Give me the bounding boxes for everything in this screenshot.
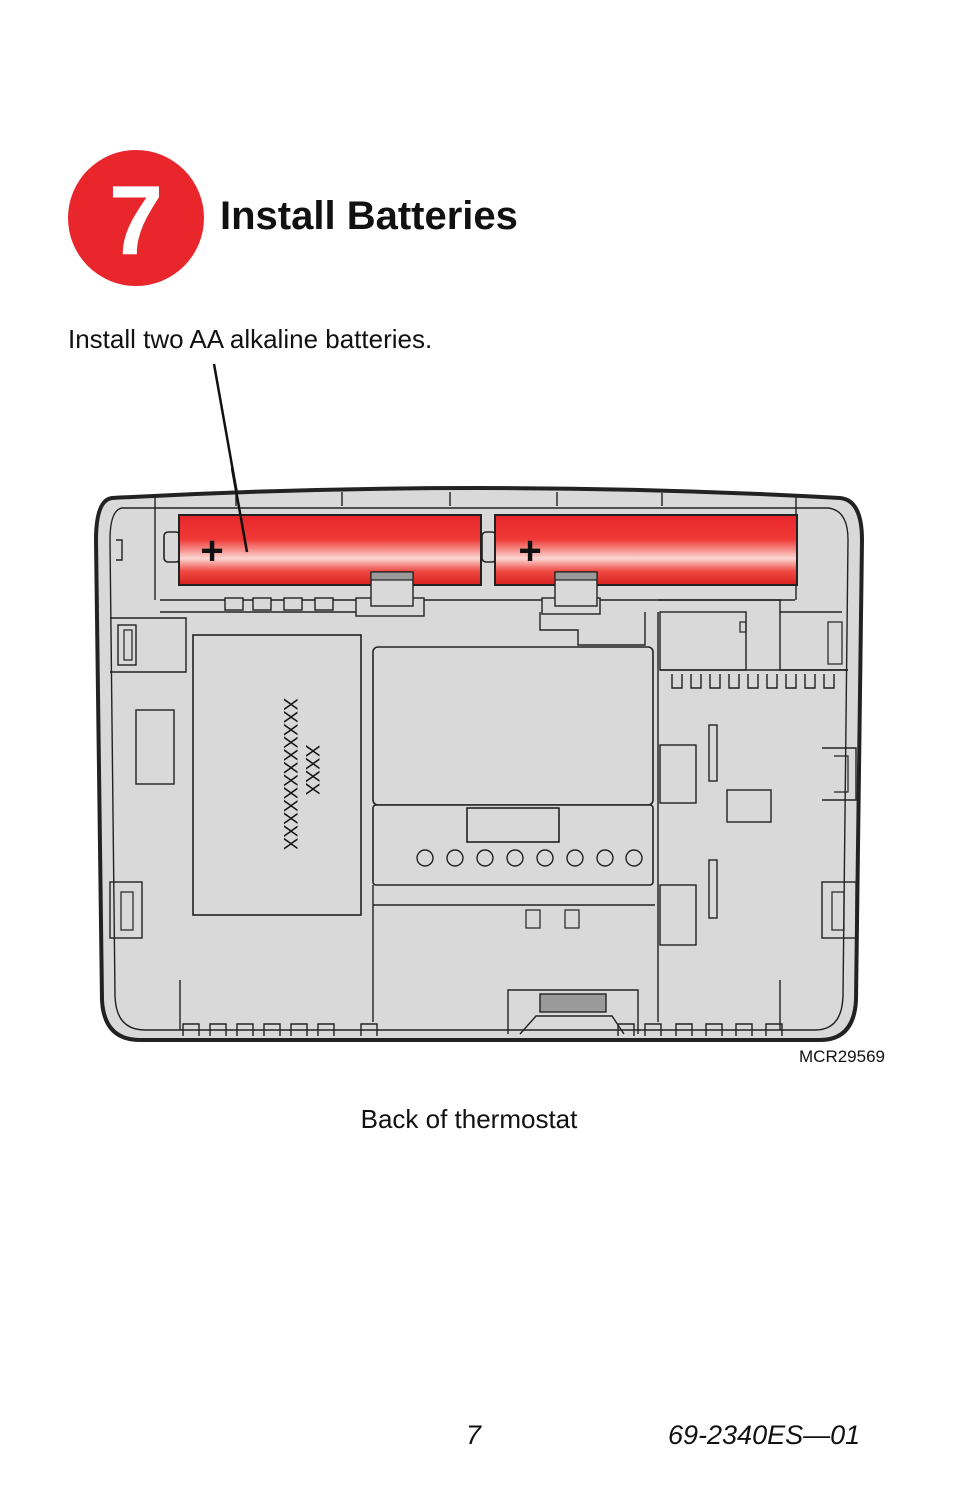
aa-battery-right [481,514,798,607]
aa-battery-left [163,514,482,607]
battery-positive-sign-right: + [518,529,541,573]
battery-positive-sign-left: + [200,529,223,573]
page-number: 7 [466,1420,482,1450]
section-heading: Install Batteries [220,194,518,238]
figure-code: MCR29569 [799,1047,885,1066]
step-number-badge: 7 [68,150,204,286]
instruction-text: Install two AA alkaline batteries. [68,324,433,354]
thermostat-housing [93,486,865,1042]
thermostat-back-illustration: + + XXXXXXXXXXXX XXXX MCR29569 [93,363,885,1066]
label-placeholder-line1: XXXXXXXXXXXX [279,698,300,850]
document-number: 69-2340ES—01 [668,1420,861,1450]
label-placeholder-line2: XXXX [301,745,322,796]
figure-caption: Back of thermostat [360,1104,578,1134]
step-number: 7 [108,165,164,275]
